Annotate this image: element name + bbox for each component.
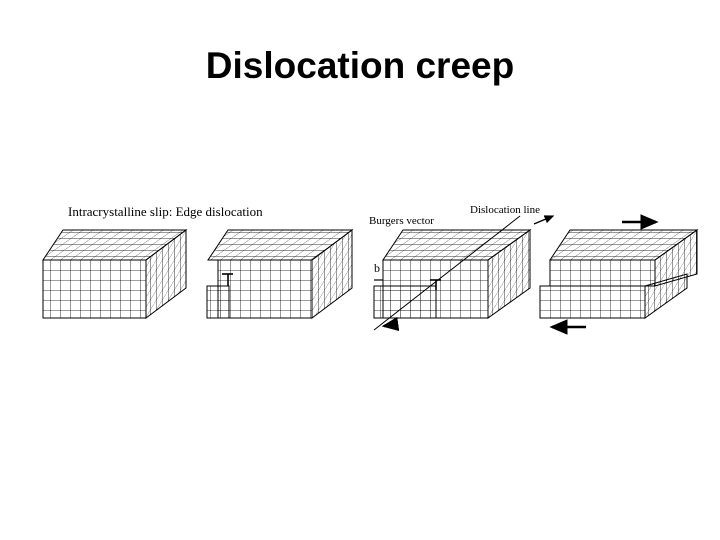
shear-arrow-top	[533, 215, 555, 225]
shear-arrow-bottom	[381, 316, 400, 332]
figure-caption: Intracrystalline slip: Edge dislocation	[68, 204, 263, 219]
burgers-vector-label: Burgers vector	[369, 215, 434, 227]
crystal-block-slipped	[539, 214, 699, 335]
crystal-block-perfect	[42, 229, 188, 319]
slide-title: Dislocation creep	[205, 45, 515, 86]
edge-dislocation-figure: Intracrystalline slip: Edge dislocation …	[0, 190, 720, 350]
dislocation-line-label: Dislocation line	[470, 204, 540, 216]
dislocation-diagram: Intracrystalline slip: Edge dislocation …	[42, 204, 699, 335]
crystal-block-dislocation-start	[206, 229, 354, 319]
burgers-symbol: b	[374, 261, 380, 275]
dislocation-line-leader	[373, 215, 521, 331]
crystal-block-dislocation-moving: b	[373, 215, 555, 332]
